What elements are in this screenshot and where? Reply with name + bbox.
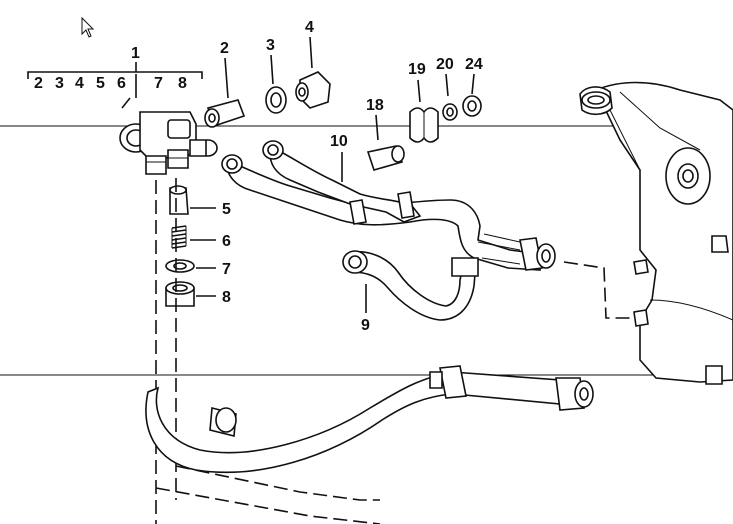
bracket-item-7: 7 <box>154 75 163 92</box>
coolant-hose-upper <box>221 140 556 271</box>
callout-5: 5 <box>222 201 231 218</box>
valve-insert <box>169 185 189 215</box>
bracket-item-8: 8 <box>178 75 187 92</box>
retaining-clip <box>409 107 439 143</box>
plug-cap <box>295 71 331 109</box>
callout-9: 9 <box>361 317 370 334</box>
bracket-item-4: 4 <box>75 75 84 92</box>
callout-18: 18 <box>366 97 384 114</box>
bracket-item-5: 5 <box>96 75 105 92</box>
callout-6: 6 <box>222 233 231 250</box>
callout-8: 8 <box>222 289 231 306</box>
bracket-item-2: 2 <box>34 75 43 92</box>
washer <box>165 259 195 273</box>
assembly-guide-lines <box>155 178 634 524</box>
callout-7: 7 <box>222 261 231 278</box>
valve-seat <box>165 281 195 307</box>
assembly-bracket <box>27 71 203 79</box>
bracket-item-3: 3 <box>55 75 64 92</box>
thermostat-housing <box>119 111 218 175</box>
callout-1: 1 <box>131 45 140 62</box>
callout-19: 19 <box>408 61 426 78</box>
coolant-hose-lower <box>342 250 479 321</box>
callout-20: 20 <box>436 56 454 73</box>
callout-10: 10 <box>330 133 348 150</box>
connector-fitting <box>204 99 246 128</box>
compression-spring <box>171 225 187 249</box>
long-coolant-hose <box>145 365 594 474</box>
nut <box>462 95 482 117</box>
bracket-item-6: 6 <box>117 75 126 92</box>
sealing-ring <box>265 86 287 114</box>
mouse-cursor-icon <box>81 16 95 38</box>
callout-24: 24 <box>465 56 483 73</box>
callout-4: 4 <box>305 19 314 36</box>
rubber-bushing <box>366 145 405 171</box>
callout-3: 3 <box>266 37 275 54</box>
coolant-reservoir <box>579 81 733 385</box>
callout-2: 2 <box>220 40 229 57</box>
bracket-items: 2 3 4 5 6 7 8 <box>34 75 187 92</box>
spring-clip <box>442 103 458 121</box>
